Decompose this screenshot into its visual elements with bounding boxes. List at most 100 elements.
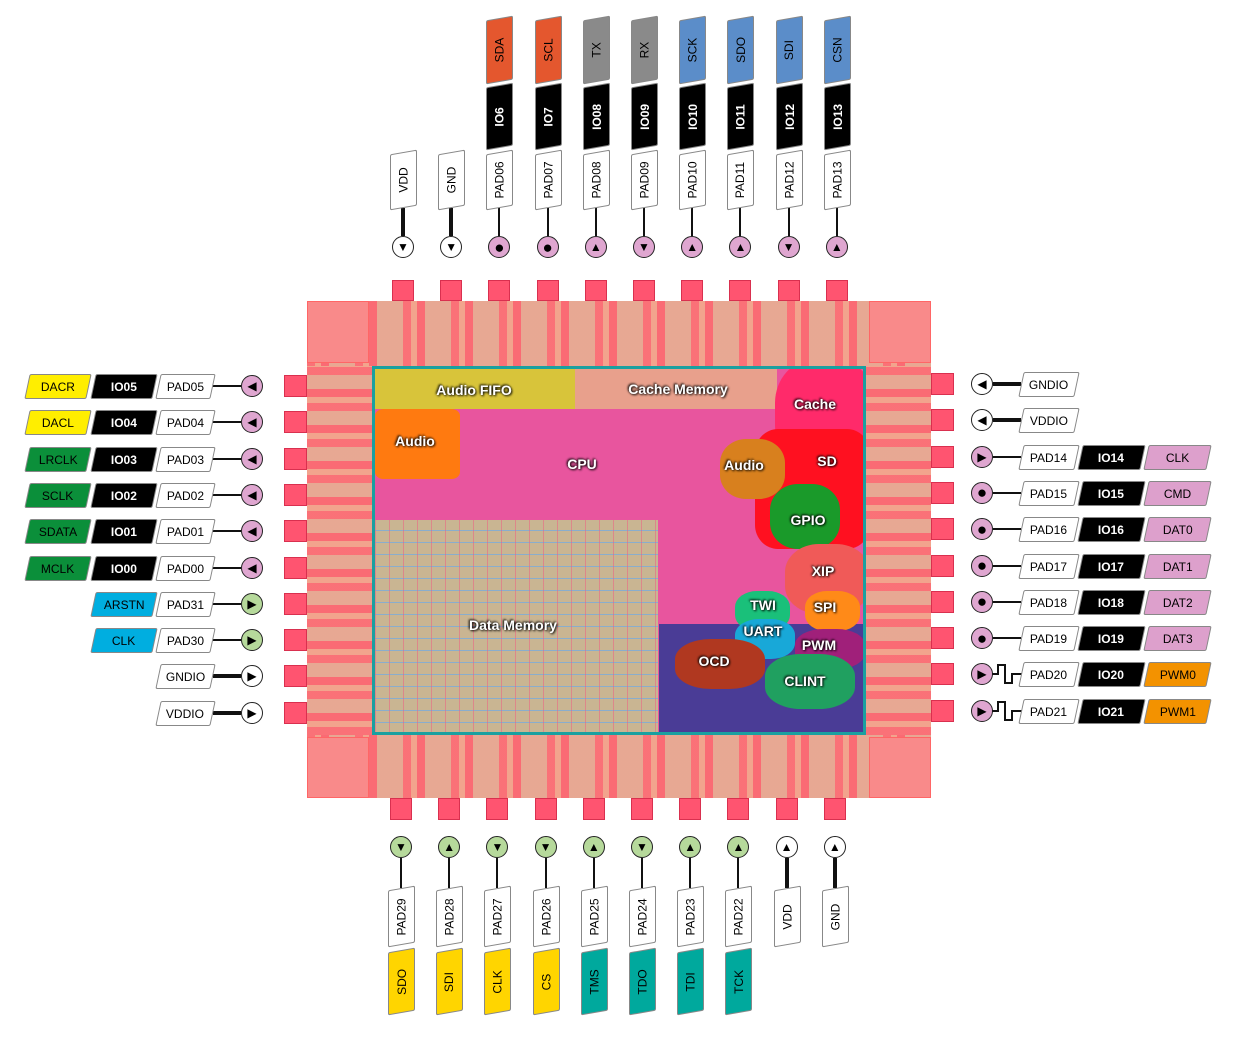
chip-core <box>372 366 866 735</box>
function-label: TCK <box>725 947 753 1016</box>
pin-label-text: PAD06 <box>492 161 507 199</box>
function-label: SDI <box>436 947 464 1016</box>
pin-direction-up-icon: ▲ <box>727 836 750 858</box>
io-label: IO01 <box>90 519 158 545</box>
pin-label-text: PAD00 <box>166 561 205 575</box>
pin-wire <box>213 566 241 569</box>
io-label: IO10 <box>679 82 707 151</box>
pin-direction-dot-icon: ● <box>971 554 993 577</box>
pad-tab <box>931 590 954 613</box>
pin-label-text: SDO <box>733 36 748 64</box>
io-label: IO04 <box>90 410 158 436</box>
pin-label-text: PAD22 <box>731 897 746 936</box>
cache-memory-block <box>575 369 777 409</box>
pin-label-text: SCK <box>685 37 700 63</box>
io-label: IO03 <box>90 446 158 472</box>
function-label: SDA <box>486 15 514 85</box>
pin-label-text: PAD01 <box>166 524 205 539</box>
io-label: IO14 <box>1077 444 1146 470</box>
pin-wire <box>993 528 1021 531</box>
region-label-spi: SPI <box>813 599 837 615</box>
pad-tab <box>931 518 954 541</box>
function-label: CLK <box>484 947 512 1016</box>
pin-label-text: SDI <box>442 971 457 992</box>
io-label: IO20 <box>1077 662 1146 688</box>
pad-tab <box>681 280 704 301</box>
pin-label-text: PAD25 <box>587 897 602 936</box>
function-label: SDATA <box>24 519 92 545</box>
function-label: DAT1 <box>1143 553 1212 579</box>
io-label: IO05 <box>90 374 158 399</box>
io-label: IO21 <box>1077 698 1146 724</box>
region-label-ocd: OCD <box>698 653 730 669</box>
pin-wire <box>213 421 241 424</box>
pin-label-text: TX <box>589 42 604 58</box>
pin-label-text: IO18 <box>1098 595 1125 610</box>
pin-wire <box>213 674 241 679</box>
pin-wire <box>737 858 740 888</box>
pin-label-text: PAD02 <box>166 488 205 503</box>
pin-label-text: GND <box>444 166 459 194</box>
region-label-sd: SD <box>817 453 837 469</box>
pad-tab <box>931 445 954 468</box>
pin-wire <box>213 602 241 605</box>
pad-label: GND <box>438 149 466 211</box>
pin-wire <box>213 493 241 496</box>
pin-label-text: TCK <box>731 969 746 994</box>
function-label: CLK <box>90 628 158 654</box>
pin-label-text: DAT2 <box>1162 595 1193 610</box>
function-label: SCLK <box>24 482 92 508</box>
io-label: IO11 <box>727 82 755 151</box>
pad-tab <box>582 798 605 820</box>
pin-wire <box>691 208 694 236</box>
data-memory-block <box>375 520 658 732</box>
pin-direction-up-icon: ▲ <box>679 836 702 858</box>
pad-tab <box>584 280 607 301</box>
pin-direction-dot-icon: ● <box>971 518 993 541</box>
pin-direction-down-icon: ▼ <box>777 236 800 258</box>
chip-pad-ring-right <box>866 366 931 735</box>
pin-direction-up-icon: ▲ <box>582 836 605 858</box>
io-label: IO16 <box>1077 517 1146 543</box>
pin-label-text: PAD13 <box>830 161 845 199</box>
pin-label-text: GNDIO <box>1029 377 1069 392</box>
region-label-gpio: GPIO <box>790 512 826 528</box>
pin-label-text: CMD <box>1163 486 1192 501</box>
pin-label-text: PAD08 <box>589 161 604 199</box>
pin-label-text: PAD24 <box>635 897 650 936</box>
pin-direction-up-icon: ▲ <box>823 836 846 858</box>
pin-label-text: IO21 <box>1098 704 1125 719</box>
pin-direction-left-icon: ◀ <box>241 375 263 397</box>
function-label: DAT2 <box>1143 589 1212 615</box>
pin-label-text: IO16 <box>1098 522 1125 537</box>
region-label-cache: Cache <box>793 396 837 412</box>
pin-direction-up-icon: ▲ <box>775 836 798 858</box>
chip-corner <box>869 737 931 798</box>
pad-label: PAD10 <box>679 149 707 211</box>
pin-wire <box>832 858 837 888</box>
pin-direction-right-icon: ▶ <box>241 665 263 688</box>
pad-label: GNDIO <box>1018 372 1080 397</box>
function-label: PWM0 <box>1143 662 1212 688</box>
pin-direction-down-icon: ▼ <box>392 236 414 258</box>
pad-tab <box>284 375 307 397</box>
pad-tab <box>284 556 307 579</box>
gpio-block <box>770 484 840 549</box>
pad-tab <box>727 798 750 820</box>
pin-label-text: PAD28 <box>442 897 457 936</box>
pin-label-text: PAD14 <box>1030 450 1068 465</box>
function-label: DACR <box>24 374 92 399</box>
pin-direction-dot-icon: ● <box>971 627 993 650</box>
region-label-twi: TWI <box>750 597 776 613</box>
pad-label: PAD14 <box>1018 444 1080 470</box>
pad-tab <box>486 798 509 820</box>
region-label-audio-left: Audio <box>395 433 435 449</box>
pin-label-text: PAD10 <box>685 161 700 199</box>
pin-direction-dot-icon: ● <box>488 236 511 258</box>
pin-label-text: IO14 <box>1098 450 1125 465</box>
pad-tab <box>438 798 461 820</box>
function-label: LRCLK <box>24 446 92 472</box>
chip-corner <box>307 301 369 363</box>
pin-label-text: RX <box>637 41 652 59</box>
pad-label: PAD06 <box>486 149 514 211</box>
